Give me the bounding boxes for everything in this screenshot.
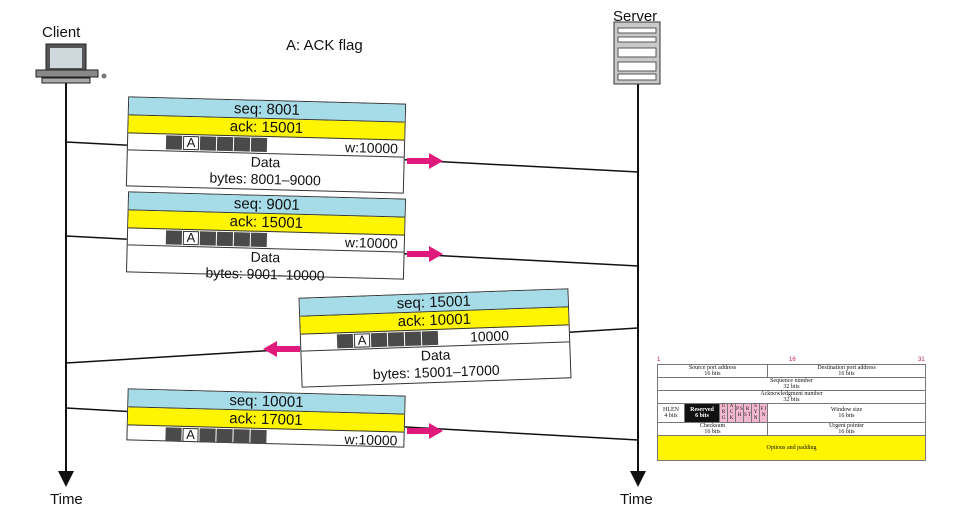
ack-flag-box: A [182, 135, 200, 151]
flag-psh: P S H [735, 403, 744, 423]
flag-fin: F I N [759, 403, 768, 423]
window-field: w:10000 [344, 234, 399, 252]
flag-syn: S Y N [751, 403, 760, 423]
tcp-header-bit-0: 1 [657, 357, 661, 363]
window-field: w:10000 [344, 431, 398, 449]
server-icon [613, 21, 661, 85]
legend-ack-flag: A: ACK flag [286, 37, 363, 54]
segment-box-3: seq: 15001 ack: 10001 A 10000 Data bytes… [298, 288, 572, 388]
time-label-right: Time [620, 491, 653, 508]
window-field: w:10000 [344, 139, 399, 157]
options-padding-cell: Options and padding [657, 435, 926, 461]
flag-ack: A C K [727, 403, 736, 423]
direction-arrow-3 [263, 341, 300, 357]
server-label: Server [613, 8, 658, 25]
direction-arrow-1 [407, 153, 443, 169]
tcp-header-bit-16: 16 [789, 357, 796, 363]
direction-arrow-2 [407, 246, 443, 262]
segment-box-1: seq: 8001 ack: 15001 A w:10000 Data byte… [125, 96, 407, 194]
tcp-header-bit-31: 31 [918, 357, 925, 363]
flag-urg: U R G [719, 403, 728, 423]
time-label-left: Time [50, 491, 83, 508]
segment-box-4: seq: 10001 ack: 17001 A w:10000 [126, 388, 406, 449]
ack-flag-box: A [353, 332, 371, 348]
client-computer-icon [35, 43, 107, 84]
window-field: 10000 [469, 327, 510, 345]
direction-arrow-4 [407, 423, 443, 439]
ack-flag-box: A [182, 230, 200, 246]
flag-rst: R S T [743, 403, 752, 423]
client-label: Client [42, 24, 81, 41]
segment-box-2: seq: 9001 ack: 15001 A w:10000 Data byte… [125, 191, 407, 284]
ack-flag-box: A [182, 427, 199, 443]
